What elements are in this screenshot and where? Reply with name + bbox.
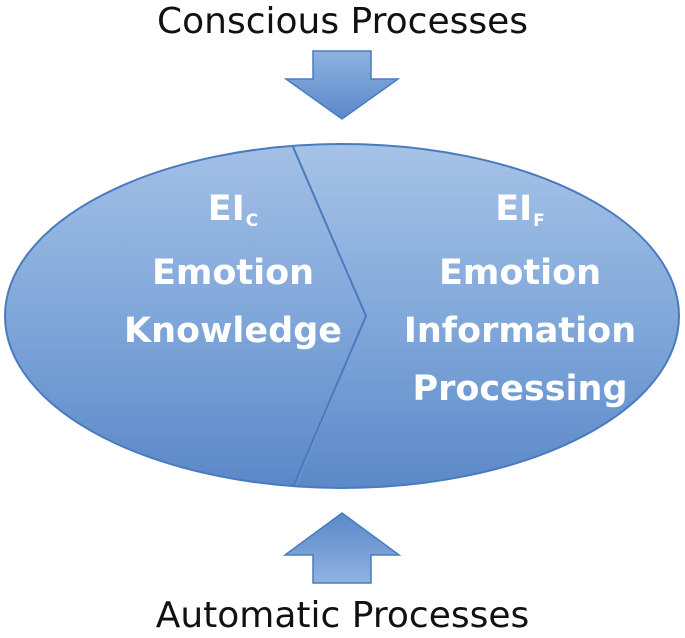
right-node-line3: Information (403, 311, 637, 351)
down-arrow-icon (283, 50, 401, 120)
left-abbr-subscript: C (245, 211, 259, 231)
up-arrow-icon (282, 512, 402, 584)
right-abbr-main: EI (495, 189, 533, 229)
right-node-line2: Emotion (438, 253, 602, 293)
left-node-line2: Emotion (151, 253, 315, 293)
ellipse-outline (4, 143, 680, 489)
right-abbr-subscript: F (533, 211, 545, 231)
automatic-processes-label: Automatic Processes (155, 595, 530, 636)
emotion-information-processing-node: EIF Emotion Information Processing (380, 180, 660, 418)
emotion-knowledge-node: EIC Emotion Knowledge (98, 180, 368, 360)
chevron-divider (289, 144, 368, 488)
left-node-abbreviation: EIC (98, 180, 368, 244)
right-segment-shape (290, 144, 679, 488)
conscious-processes-label: Conscious Processes (156, 1, 529, 42)
left-node-line3: Knowledge (124, 311, 342, 351)
right-node-line4: Processing (412, 369, 628, 409)
left-abbr-main: EI (207, 189, 245, 229)
right-node-abbreviation: EIF (380, 180, 660, 244)
left-segment-shape (5, 144, 366, 488)
